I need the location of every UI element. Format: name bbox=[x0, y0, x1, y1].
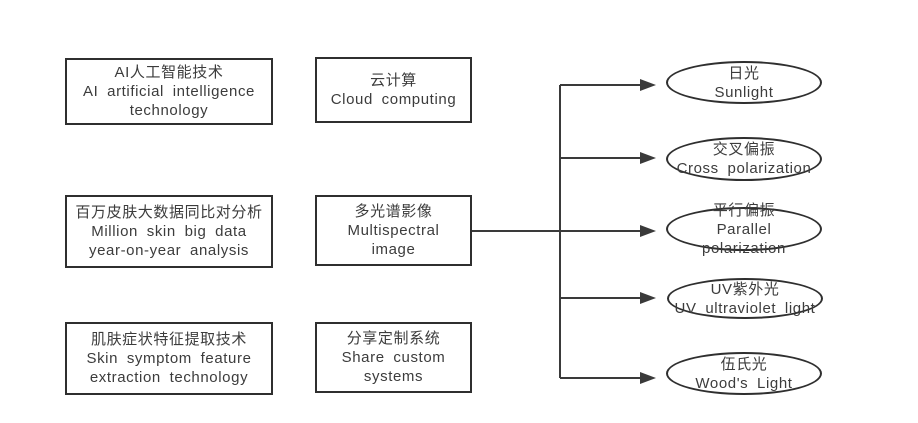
text-line: 伍氏光 bbox=[720, 355, 768, 373]
text-line: Million skin big data bbox=[91, 223, 247, 240]
text-line: AI artificial intelligence bbox=[82, 83, 255, 100]
node-cloud-computing: 云计算 Cloud computing bbox=[315, 57, 472, 123]
node-ai-technology: AI人工智能技术 AI artificial intelligence techno… bbox=[65, 58, 273, 125]
text-line: 肌肤症状特征提取技术 bbox=[90, 331, 247, 348]
text-line: Share custom bbox=[341, 349, 446, 366]
text-line: 日光 bbox=[728, 64, 760, 82]
text-line: AI人工智能技术 bbox=[114, 64, 224, 81]
node-share-custom-systems: 分享定制系统 Share custom systems bbox=[315, 322, 472, 393]
node-multispectral-image: 多光谱影像 Multispectral image bbox=[315, 195, 472, 266]
text-line: Multispectral bbox=[347, 222, 440, 239]
arrowhead-parallel-polarization-icon bbox=[640, 225, 656, 237]
arrowhead-cross-polarization-icon bbox=[640, 152, 656, 164]
text-line: UV紫外光 bbox=[710, 280, 780, 298]
node-million-skin-big-data: 百万皮肤大数据同比对分析 Million skin big data year-on… bbox=[65, 195, 273, 268]
text-line: Cloud computing bbox=[330, 91, 457, 108]
text-line: Parallel bbox=[716, 220, 772, 238]
text-line: systems bbox=[363, 368, 424, 385]
text-line: extraction technology bbox=[89, 369, 249, 386]
text-line: Wood's Light bbox=[695, 374, 793, 392]
arrowhead-sunlight-icon bbox=[640, 79, 656, 91]
text-line: polarization bbox=[702, 239, 786, 257]
text-line: Cross polarization bbox=[676, 160, 812, 177]
text-line: 多光谱影像 bbox=[354, 203, 433, 220]
text-line: UV ultraviolet light bbox=[674, 299, 816, 317]
text-line: image bbox=[371, 241, 416, 258]
text-line: 百万皮肤大数据同比对分析 bbox=[75, 204, 263, 221]
text-line: 交叉偏振 bbox=[712, 141, 776, 158]
arrowhead-uv-light-icon bbox=[640, 292, 656, 304]
arrowhead-woods-light-icon bbox=[640, 372, 656, 384]
text-line: 平行偏振 bbox=[712, 201, 776, 219]
text-line: Skin symptom feature bbox=[86, 350, 252, 367]
node-skin-symptom-feature: 肌肤症状特征提取技术 Skin symptom feature extraction… bbox=[65, 322, 273, 395]
text-line: 分享定制系统 bbox=[346, 330, 441, 347]
node-cross-polarization: 交叉偏振 Cross polarization bbox=[666, 137, 822, 181]
text-line: technology bbox=[129, 102, 209, 119]
text-line: 云计算 bbox=[370, 72, 417, 89]
text-line: year-on-year analysis bbox=[89, 242, 249, 259]
text-line: Sunlight bbox=[714, 83, 774, 101]
